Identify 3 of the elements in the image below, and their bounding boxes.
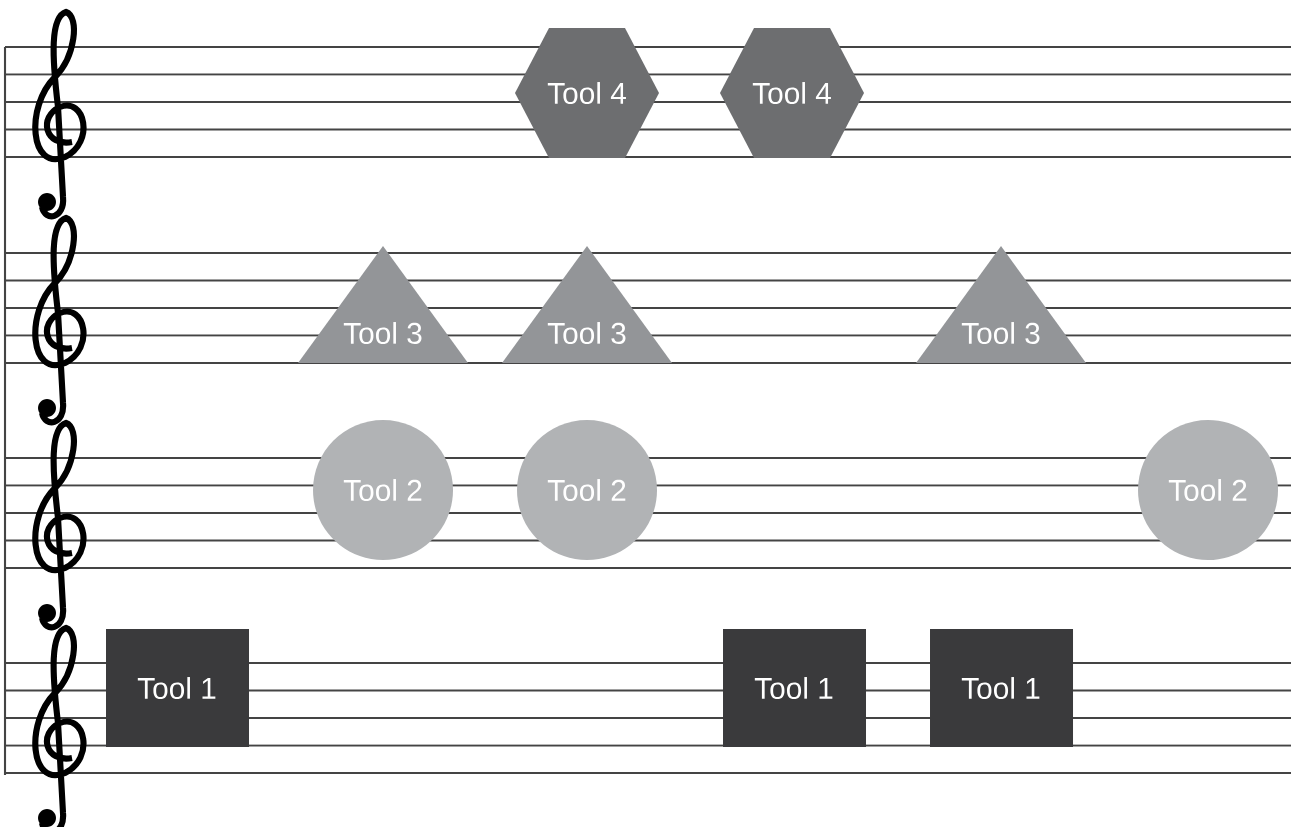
square-box: Tool 1 (930, 629, 1073, 747)
square-box: Tool 1 (723, 629, 866, 747)
square-box: Tool 1 (106, 629, 249, 747)
